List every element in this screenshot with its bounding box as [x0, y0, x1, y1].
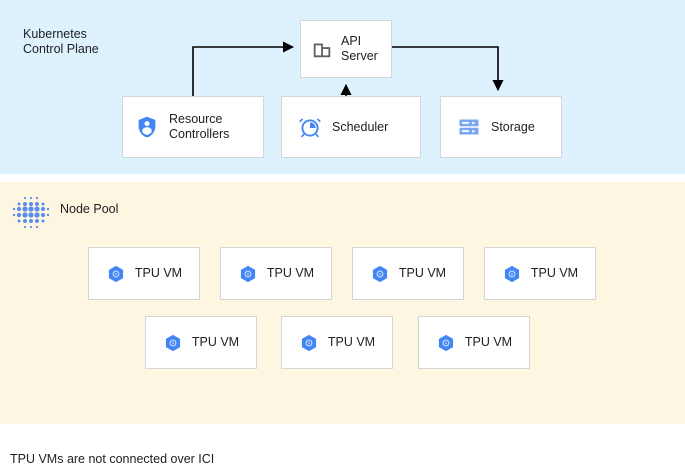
server-rack-icon — [457, 115, 481, 139]
scheduler-box[interactable]: Scheduler — [281, 96, 421, 158]
scheduler-label: Scheduler — [332, 119, 389, 134]
tpu-hex-icon — [238, 264, 258, 284]
tpu-hex-icon — [299, 333, 319, 353]
tpu-vm-label: TPU VM — [327, 335, 376, 349]
tpu-hex-icon — [502, 264, 522, 284]
tpu-vm-box[interactable]: TPU VM — [88, 247, 200, 300]
tpu-vm-box[interactable]: TPU VM — [418, 316, 530, 369]
storage-label: Storage — [491, 119, 535, 134]
resource-controllers-box[interactable]: Resource Controllers — [122, 96, 264, 158]
tpu-vm-box[interactable]: TPU VM — [220, 247, 332, 300]
api-server-label: API Server — [341, 34, 378, 63]
tpu-vm-label: TPU VM — [134, 266, 183, 280]
node-pool-panel — [0, 182, 685, 424]
caption-text: TPU VMs are not connected over ICI — [10, 452, 215, 466]
tpu-vm-box[interactable]: TPU VM — [352, 247, 464, 300]
storage-box[interactable]: Storage — [440, 96, 562, 158]
alarm-clock-icon — [298, 115, 322, 139]
tpu-vm-label: TPU VM — [266, 266, 315, 280]
tpu-vm-label: TPU VM — [464, 335, 513, 349]
tpu-vm-box[interactable]: TPU VM — [145, 316, 257, 369]
tpu-vm-box[interactable]: TPU VM — [484, 247, 596, 300]
tpu-vm-label: TPU VM — [530, 266, 579, 280]
tpu-hex-icon — [106, 264, 126, 284]
shield-person-icon — [135, 115, 159, 139]
dot-grid-icon — [10, 192, 52, 234]
resource-controllers-label: Resource Controllers — [169, 112, 230, 141]
tpu-hex-icon — [163, 333, 183, 353]
node-pool-title: Node Pool — [60, 202, 119, 216]
api-server-box[interactable]: API Server — [300, 20, 392, 78]
control-plane-title: Kubernetes Control Plane — [23, 27, 99, 56]
building-icon — [311, 38, 333, 60]
tpu-hex-icon — [370, 264, 390, 284]
tpu-vm-box[interactable]: TPU VM — [281, 316, 393, 369]
tpu-hex-icon — [436, 333, 456, 353]
tpu-vm-label: TPU VM — [398, 266, 447, 280]
tpu-vm-label: TPU VM — [191, 335, 240, 349]
